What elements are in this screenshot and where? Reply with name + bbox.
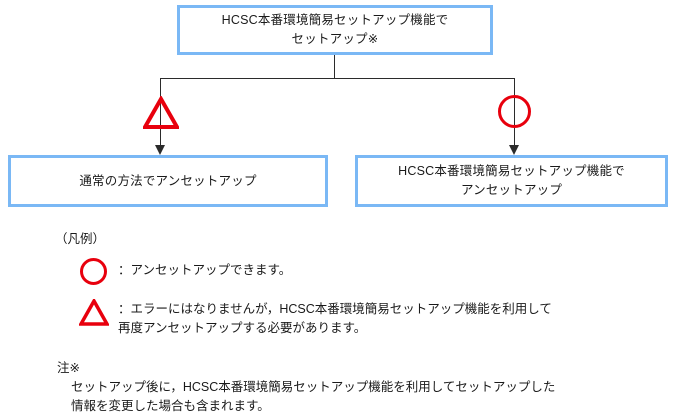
legend-title: （凡例）	[55, 232, 106, 246]
process-box-setup-label: HCSC本番環境簡易セットアップ機能で セットアップ※	[221, 13, 449, 46]
process-box-setup: HCSC本番環境簡易セットアップ機能で セットアップ※	[177, 5, 493, 55]
connector-stem	[334, 55, 335, 78]
legend-circle-icon	[80, 258, 107, 285]
footnote-marker: 注※	[57, 361, 80, 375]
process-box-normal-unsetup: 通常の方法でアンセットアップ	[8, 155, 328, 207]
process-box-hcsc-unsetup: HCSC本番環境簡易セットアップ機能で アンセットアップ	[355, 155, 668, 207]
connector-branch-left	[160, 78, 161, 148]
legend-triangle-icon	[79, 299, 109, 326]
circle-ok-marker-icon	[498, 95, 531, 128]
legend-triangle-text: ：エラーにはなりませんが，HCSC本番環境簡易セットアップ機能を利用して 再度ア…	[118, 302, 552, 335]
connector-bus	[160, 78, 515, 79]
triangle-warning-marker-icon	[143, 96, 179, 129]
arrowhead-left	[155, 145, 165, 155]
process-box-hcsc-unsetup-label: HCSC本番環境簡易セットアップ機能で アンセットアップ	[398, 164, 625, 197]
arrowhead-right	[509, 145, 519, 155]
footnote-text: セットアップ後に，HCSC本番環境簡易セットアップ機能を利用してセットアップした…	[71, 380, 556, 413]
process-box-normal-unsetup-label: 通常の方法でアンセットアップ	[79, 173, 257, 188]
legend-circle-text: ：アンセットアップできます。	[118, 263, 292, 277]
